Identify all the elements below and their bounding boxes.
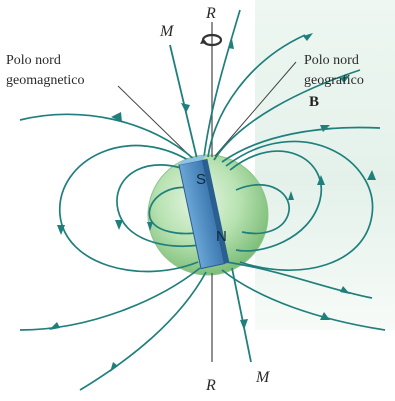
field-arrow-icon (367, 170, 376, 180)
geographic-leader-line (214, 61, 297, 157)
field-line (235, 184, 291, 235)
bar-magnet (178, 155, 230, 270)
bar-magnet-top (178, 155, 207, 165)
rotation-arrow-icon (200, 38, 207, 44)
field-arrow-icon (110, 362, 118, 372)
field-arrow-icon (340, 286, 350, 294)
field-arrow-icon (57, 225, 65, 235)
field-arrow-icon (111, 112, 122, 122)
field-line (203, 9, 241, 158)
field-arrow-icon (228, 39, 234, 49)
field-line (213, 69, 361, 161)
field-line (148, 186, 203, 235)
field-arrow-icon (288, 191, 294, 200)
field-arrow-icon (147, 222, 153, 231)
background-tint (255, 0, 395, 330)
geomagnetic-label-line2: geomagnetico (6, 73, 85, 88)
magnetic-axis-bottom-line (231, 267, 252, 363)
field-arrows (49, 33, 376, 372)
field-arrow-icon (320, 125, 330, 132)
field-line (225, 140, 374, 272)
field-arrow-icon (317, 175, 325, 185)
field-line (59, 144, 199, 273)
rotation-axis-label-bottom: R (206, 377, 216, 394)
magnet-north-label: N (216, 228, 227, 245)
field-lines (19, 9, 386, 391)
field-line (229, 150, 323, 252)
geographic-label-line2: geografico (304, 73, 364, 88)
field-line (79, 271, 207, 391)
field-line (225, 261, 373, 299)
field-arrow-icon (115, 220, 123, 230)
field-line (207, 34, 306, 158)
field-line (116, 164, 201, 248)
field-arrow-icon (340, 75, 350, 83)
geomagnetic-label-line1: Polo nord (6, 53, 61, 68)
magnetic-axis-label-top: M (160, 23, 174, 40)
field-arrow-icon (320, 312, 330, 320)
geomagnetic-leader-line (117, 85, 195, 161)
field-line (19, 267, 201, 331)
magnetic-axis-arrow-icon (181, 103, 190, 113)
geographic-label-line1: Polo nord (304, 53, 359, 68)
field-line (19, 113, 196, 161)
field-symbol: B (309, 94, 320, 110)
magnetic-axis-bottom-arrow-icon (240, 319, 248, 330)
field-arrow-icon (303, 33, 313, 41)
field-arrow-icon (49, 322, 60, 330)
rotation-axis-label-top: R (206, 5, 216, 22)
magnetic-axis-label-bottom: M (256, 369, 270, 386)
magnet-south-label: S (196, 171, 207, 188)
field-line (221, 126, 381, 163)
field-line (221, 269, 386, 331)
